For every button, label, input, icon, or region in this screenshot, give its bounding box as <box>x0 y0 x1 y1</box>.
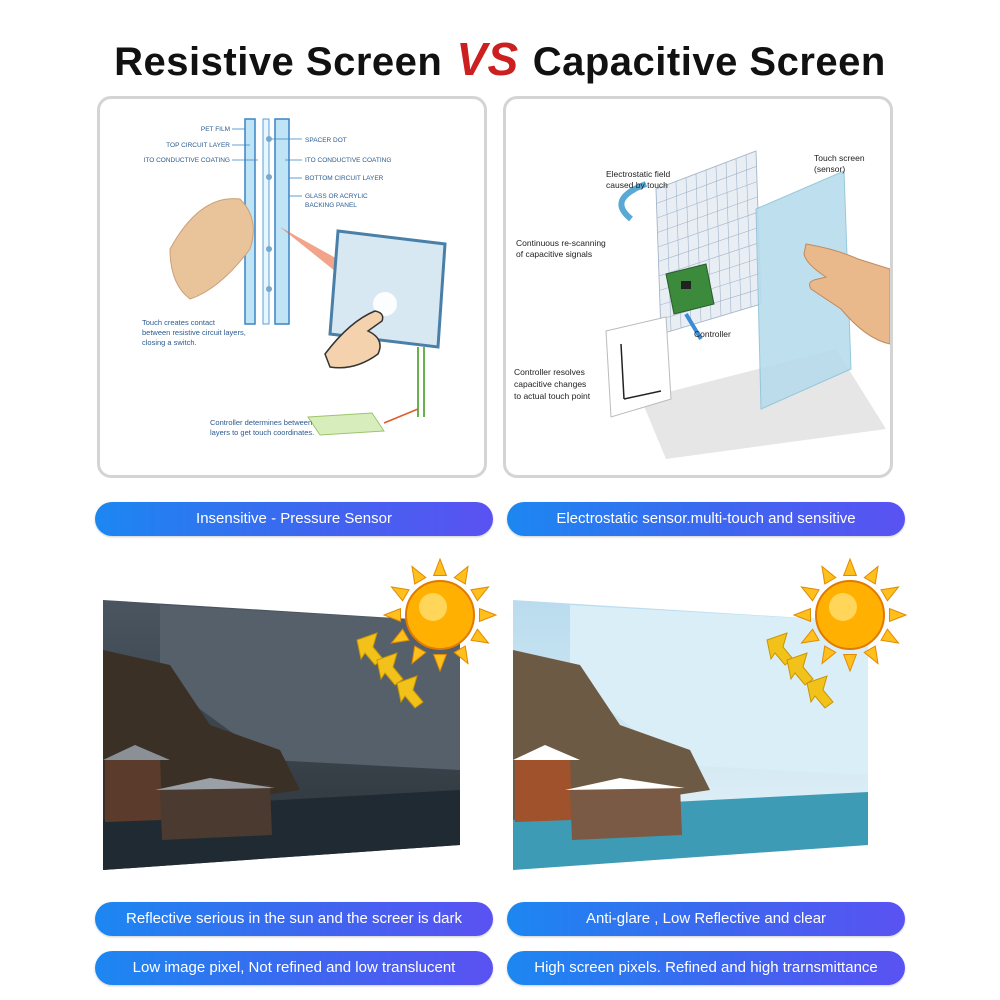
title-capacitive: Capacitive Screen <box>532 40 886 84</box>
capacitive-diagram-panel: Electrostatic field caused by touch Touc… <box>503 96 893 478</box>
page-title: Resistive Screen VS Capacitive Screen <box>0 32 1000 88</box>
label-controller-1: Controller determines between <box>210 418 312 427</box>
label-ito-right: ITO CONDUCTIVE COATING <box>305 157 391 164</box>
title-resistive: Resistive Screen <box>114 40 443 84</box>
label-ito-left: ITO CONDUCTIVE COATING <box>144 157 230 164</box>
label-touch-3: closing a switch. <box>142 338 197 347</box>
label-resolve-3: to actual touch point <box>514 391 591 401</box>
resistive-pixel-badge: Low image pixel, Not refined and low tra… <box>95 951 493 985</box>
resistive-diagram-panel: PET FILM TOP CIRCUIT LAYER ITO CONDUCTIV… <box>97 96 487 478</box>
label-spacer-dot: SPACER DOT <box>305 137 347 144</box>
label-field-2: caused by touch <box>606 180 668 190</box>
label-controller: Controller <box>694 329 731 339</box>
label-resolve-2: capacitive changes <box>514 379 586 389</box>
capacitive-pixel-badge: High screen pixels. Refined and high tra… <box>507 951 905 985</box>
resistive-sun-badge: Reflective serious in the sun and the sc… <box>95 902 493 936</box>
label-resolve-1: Controller resolves <box>514 367 585 377</box>
label-pet-film: PET FILM <box>201 126 230 133</box>
title-vs: VS <box>456 33 519 85</box>
label-glass-2: BACKING PANEL <box>305 202 357 209</box>
label-touch-2: between resistive circuit layers, <box>142 328 246 337</box>
label-touch-1: Touch creates contact <box>142 318 216 327</box>
sun-icon-right <box>755 555 915 715</box>
resistive-diagram: PET FILM TOP CIRCUIT LAYER ITO CONDUCTIV… <box>142 118 447 437</box>
label-top-circuit: TOP CIRCUIT LAYER <box>166 142 230 149</box>
resistive-sunlight-photo <box>100 560 500 880</box>
label-glass-1: GLASS OR ACRYLIC <box>305 193 368 200</box>
label-field-1: Electrostatic field <box>606 169 671 179</box>
label-controller-2: layers to get touch coordinates. <box>210 428 314 437</box>
label-scan-2: of capacitive signals <box>516 249 592 259</box>
resistive-sensor-badge: Insensitive - Pressure Sensor <box>95 502 493 536</box>
capacitive-sunlight-photo <box>510 560 910 880</box>
sun-icon <box>345 555 505 715</box>
label-bottom-circuit: BOTTOM CIRCUIT LAYER <box>305 175 384 182</box>
label-screen-1: Touch screen <box>814 153 865 163</box>
label-scan-1: Continuous re-scanning <box>516 238 606 248</box>
capacitive-sensor-badge: Electrostatic sensor.multi-touch and sen… <box>507 502 905 536</box>
capacitive-diagram: Electrostatic field caused by touch Touc… <box>514 150 890 459</box>
label-screen-2: (sensor) <box>814 164 845 174</box>
capacitive-sun-badge: Anti-glare , Low Reflective and clear <box>507 902 905 936</box>
